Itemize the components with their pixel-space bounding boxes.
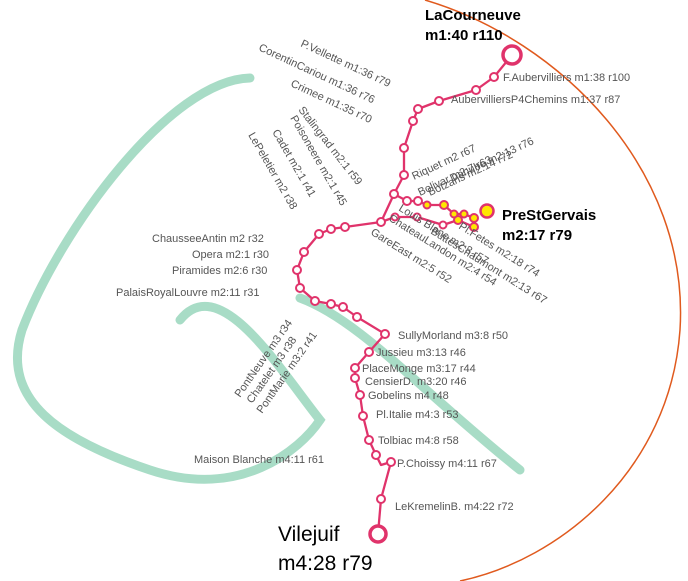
station-label-opera: Opera m2:1 r30 — [192, 249, 269, 261]
river — [12, 73, 525, 484]
station-label-aubervilliers-p4: AubervilliersP4Chemins m1:37 r87 — [451, 94, 620, 106]
terminus-east-info: m2:17 r79 — [502, 227, 572, 244]
station-marker-branch[interactable] — [459, 209, 469, 219]
station-marker-branch[interactable] — [390, 212, 400, 222]
station-label-chaussee-antin: ChausseeAntin m2 r32 — [152, 233, 264, 245]
station-marker-botzaris[interactable] — [439, 200, 449, 210]
station-marker-piramides[interactable] — [295, 283, 305, 293]
station-marker-place-monge[interactable] — [350, 363, 360, 373]
station-marker-crimee[interactable] — [408, 116, 418, 126]
station-marker-cadet[interactable] — [326, 224, 336, 234]
station-marker-pont-marie[interactable] — [352, 312, 362, 322]
station-label-censier: CensierD. m3:20 r46 — [365, 376, 467, 388]
station-marker-chatelet[interactable] — [338, 302, 348, 312]
terminus-east-name: PreStGervais — [502, 207, 596, 224]
station-marker-p-choissy[interactable] — [386, 457, 396, 467]
station-marker-pont-neuve[interactable] — [326, 299, 336, 309]
station-label-palais-royal: PalaisRoyalLouvre m2:11 r31 — [116, 287, 259, 299]
station-label-place-monge: PlaceMonge m3:17 r44 — [362, 363, 476, 375]
terminus-south-marker[interactable] — [368, 524, 388, 544]
station-marker-gare-east[interactable] — [413, 196, 423, 206]
station-marker-louis-blanc[interactable] — [402, 196, 412, 206]
station-marker-branch[interactable] — [422, 200, 432, 210]
stations — [292, 72, 499, 504]
station-marker-poisonneere[interactable] — [340, 222, 350, 232]
station-marker-p-vellette[interactable] — [471, 85, 481, 95]
station-marker-branch[interactable] — [438, 220, 448, 230]
station-marker-tolbiac[interactable] — [364, 435, 374, 445]
station-label-le-kremelin: LeKremelinB. m4:22 r72 — [395, 501, 514, 513]
station-marker-danube[interactable] — [469, 213, 479, 223]
station-label-gobelins: Gobelins m4 r48 — [368, 390, 449, 402]
terminus-east-marker[interactable] — [479, 203, 495, 219]
station-marker-le-kremelin[interactable] — [376, 494, 386, 504]
station-label-p-choissy: P.Choissy m4:11 r67 — [397, 458, 497, 470]
station-label-f-aubervilliers: F.Aubervilliers m1:38 r100 — [503, 72, 630, 84]
station-marker-sully-morland[interactable] — [380, 329, 390, 339]
ring-road — [424, 0, 682, 581]
station-marker-opera[interactable] — [292, 265, 302, 275]
station-marker-riquet[interactable] — [399, 170, 409, 180]
station-marker-branch[interactable] — [449, 209, 459, 219]
station-marker-f-aubervilliers[interactable] — [489, 72, 499, 82]
station-label-tolbiac: Tolbiac m4:8 r58 — [378, 435, 459, 447]
station-marker-pl-fetes[interactable] — [469, 222, 479, 232]
station-marker-le-peletier[interactable] — [314, 229, 324, 239]
station-marker-pl-italie[interactable] — [358, 411, 368, 421]
station-marker-chateau-landon[interactable] — [376, 217, 386, 227]
station-marker-maison-blanche[interactable] — [371, 450, 381, 460]
station-marker-corentin-cariou[interactable] — [413, 104, 423, 114]
station-marker-branch[interactable] — [412, 212, 422, 222]
station-label-maison-blanche: Maison Blanche m4:11 r61 — [194, 454, 324, 466]
terminus-south-name: Vilejuif — [278, 523, 340, 546]
station-marker-chaussee-antin[interactable] — [299, 247, 309, 257]
station-marker-jussieu[interactable] — [364, 347, 374, 357]
station-marker-censier[interactable] — [350, 373, 360, 383]
station-marker-gobelins[interactable] — [355, 390, 365, 400]
station-marker-bolivar[interactable] — [389, 189, 399, 199]
terminus-north-name: LaCourneuve — [425, 7, 521, 24]
station-label-piramides: Piramides m2:6 r30 — [172, 265, 267, 277]
station-marker-stalingrad[interactable] — [399, 143, 409, 153]
terminus-north-marker[interactable] — [501, 44, 523, 66]
station-marker-palais-royal[interactable] — [310, 296, 320, 306]
terminus-south-info: m4:28 r79 — [278, 552, 373, 575]
terminus-north-info: m1:40 r110 — [425, 27, 503, 44]
station-label-pl-italie: Pl.Italie m4:3 r53 — [376, 409, 459, 421]
station-marker-aubervilliers-p4[interactable] — [434, 96, 444, 106]
station-label-jussieu: Jussieu m3:13 r46 — [376, 347, 466, 359]
station-label-sully-morland: SullyMorland m3:8 r50 — [398, 330, 508, 342]
